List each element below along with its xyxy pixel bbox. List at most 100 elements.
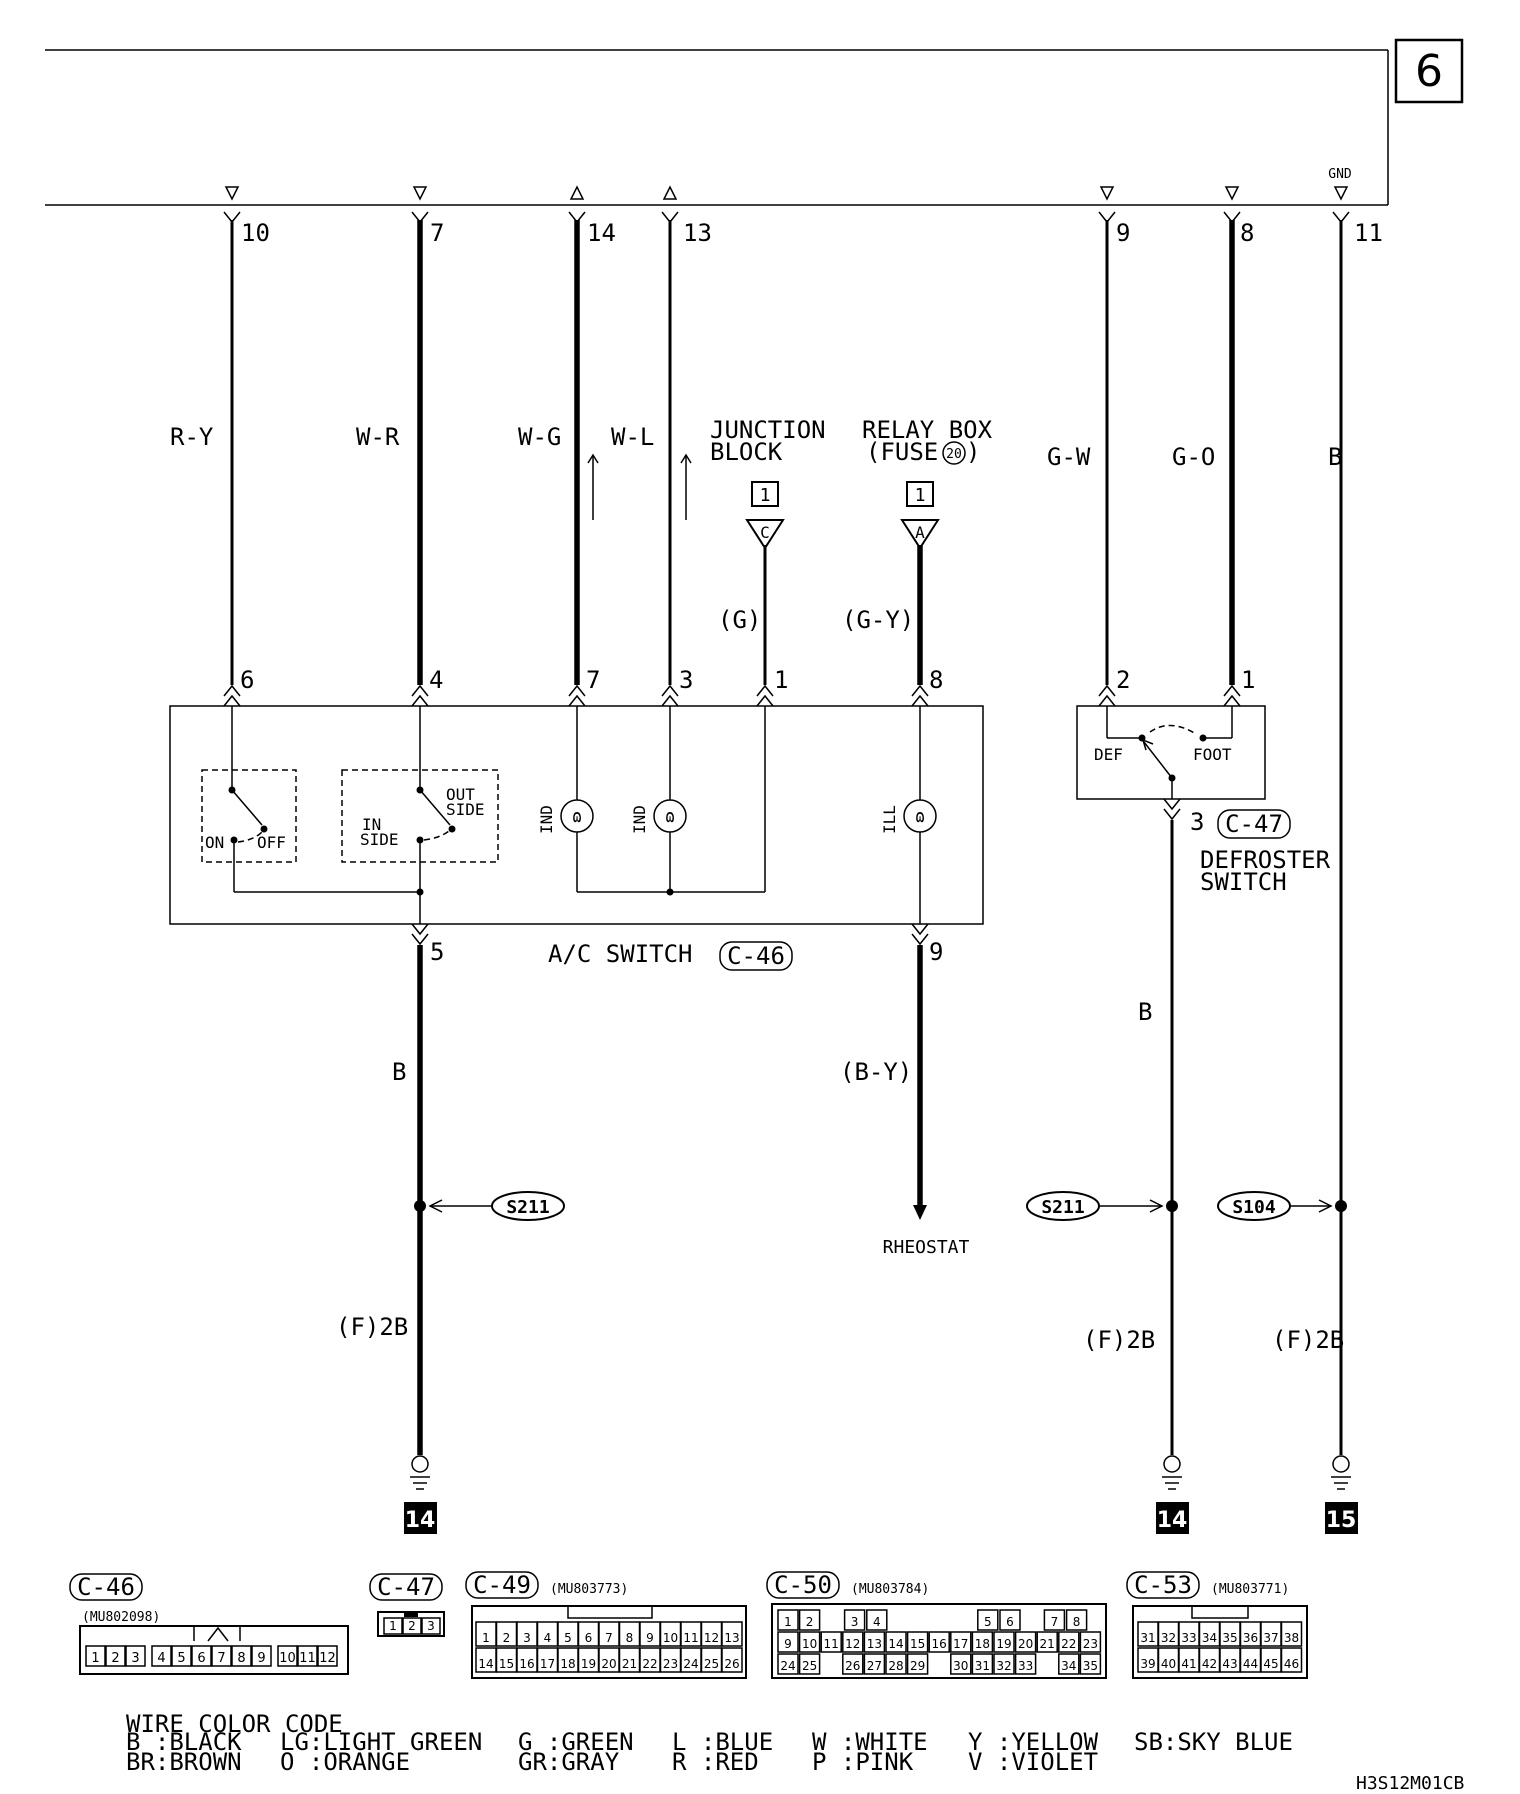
harness-mid: (F)2B bbox=[1083, 1326, 1155, 1354]
connector-cavity bbox=[928, 1631, 950, 1653]
connector-cavity bbox=[842, 1631, 864, 1653]
ac-pin-8: 8 bbox=[929, 666, 943, 694]
c49-pin: 22 bbox=[642, 1657, 657, 1671]
c53-pin: 46 bbox=[1284, 1657, 1299, 1671]
connector-cavity bbox=[1280, 1647, 1303, 1673]
connector-cavity bbox=[251, 1645, 272, 1667]
wire-color-b-def: B bbox=[1138, 998, 1152, 1026]
c50-name: C-50 bbox=[774, 1571, 832, 1599]
legend-gr: GR:GRAY bbox=[518, 1748, 620, 1776]
connector-cavity bbox=[993, 1653, 1015, 1675]
connector-cavity bbox=[798, 1631, 821, 1653]
c53-pin: 33 bbox=[1181, 1631, 1196, 1645]
pin-arrow-up bbox=[662, 185, 678, 200]
c50-pin: 23 bbox=[1083, 1637, 1098, 1651]
wires bbox=[230, 220, 1343, 1455]
connector-cavity bbox=[950, 1631, 972, 1653]
ind-lamp-icon bbox=[560, 799, 594, 833]
relay-box-conn: A bbox=[915, 523, 925, 542]
ac-ill: ILL bbox=[880, 805, 899, 834]
connector-cavity bbox=[721, 1621, 743, 1647]
c53-name: C-53 bbox=[1134, 1571, 1192, 1599]
ac-pin-6: 6 bbox=[240, 666, 254, 694]
svg-text:ɷ: ɷ bbox=[572, 806, 583, 827]
c49-pin: 4 bbox=[544, 1631, 552, 1645]
top-pin-11: 11 bbox=[1354, 219, 1383, 247]
c50-pin: 20 bbox=[1018, 1637, 1033, 1651]
splice-s211-mid: S211 bbox=[1041, 1197, 1084, 1218]
c49-pin: 12 bbox=[704, 1631, 719, 1645]
c50-pin: 34 bbox=[1061, 1659, 1076, 1673]
c50-pin: 25 bbox=[802, 1659, 817, 1673]
c50-pin: 15 bbox=[910, 1637, 925, 1651]
ground-15: 15 bbox=[1326, 1508, 1357, 1533]
connector-cavity bbox=[1280, 1621, 1303, 1647]
connector-cavity bbox=[885, 1631, 907, 1653]
junction-block-box: 1 bbox=[760, 485, 771, 506]
def-pin-1: 1 bbox=[1241, 666, 1255, 694]
top-pin-14: 14 bbox=[587, 219, 616, 247]
connector-cavity bbox=[971, 1653, 994, 1675]
ac-sw2-out-1: OUT bbox=[446, 785, 475, 804]
c46-pin: 5 bbox=[177, 1651, 185, 1666]
legend-r: R :RED bbox=[672, 1748, 759, 1776]
c50-pin: 16 bbox=[932, 1637, 947, 1651]
legend-w: W :WHITE bbox=[812, 1728, 928, 1756]
page-number: 6 bbox=[1415, 46, 1443, 97]
junction-block-label-1: JUNCTION bbox=[710, 416, 826, 444]
connector-cavity bbox=[798, 1609, 821, 1631]
relay-box-fuse: 20 bbox=[946, 447, 962, 462]
ac-pin-9: 9 bbox=[929, 938, 943, 966]
c47-pin: 3 bbox=[427, 1619, 435, 1633]
relay-box-box: 1 bbox=[915, 485, 926, 506]
legend-y: Y :YELLOW bbox=[968, 1728, 1099, 1756]
svg-text:ɷ: ɷ bbox=[665, 806, 676, 827]
connector-cavity bbox=[863, 1631, 886, 1653]
c53-pin: 32 bbox=[1161, 1631, 1176, 1645]
top-pin-10: 10 bbox=[241, 219, 270, 247]
c50-pin: 7 bbox=[1051, 1615, 1059, 1629]
wire-color-w-l: W-L bbox=[611, 423, 654, 451]
c50-pin: 24 bbox=[780, 1659, 795, 1673]
c50-pin: 27 bbox=[867, 1659, 882, 1673]
connector-cavity bbox=[777, 1631, 799, 1653]
c46-pin: 1 bbox=[91, 1651, 99, 1666]
c49-pin: 7 bbox=[605, 1631, 613, 1645]
connector-cavity bbox=[798, 1653, 821, 1675]
connector-cavity bbox=[843, 1609, 866, 1631]
splice-s104: S104 bbox=[1232, 1197, 1276, 1218]
top-pins: 10 7 14 13 9 8 GND 11 bbox=[223, 167, 1383, 247]
connector-cavity bbox=[777, 1609, 799, 1631]
connector-cavity bbox=[866, 1609, 888, 1631]
junction-block-label-2: BLOCK bbox=[710, 438, 783, 466]
connector-cavity bbox=[1058, 1653, 1080, 1675]
c49-pin: 21 bbox=[622, 1657, 637, 1671]
c46-pin: 4 bbox=[157, 1651, 165, 1666]
ac-pin-5: 5 bbox=[430, 938, 444, 966]
splices: S211 S211 S104 bbox=[414, 1191, 1347, 1221]
connector-cavity bbox=[383, 1617, 403, 1635]
c50-part: (MU803784) bbox=[851, 1582, 929, 1597]
c50-pin: 31 bbox=[975, 1659, 990, 1673]
c53-pin: 39 bbox=[1140, 1657, 1155, 1671]
c49-pin: 20 bbox=[601, 1657, 616, 1671]
c50-pin: 2 bbox=[806, 1615, 814, 1629]
rheostat-label: RHEOSTAT bbox=[883, 1237, 970, 1258]
c49-pin: 14 bbox=[478, 1657, 493, 1671]
c53-pin: 31 bbox=[1140, 1631, 1155, 1645]
ac-switch: 6 4 7 3 1 8 ON OFF bbox=[169, 666, 984, 971]
harness-left: (F)2B bbox=[336, 1313, 408, 1341]
c49-pin: 18 bbox=[560, 1657, 575, 1671]
c50-pin: 14 bbox=[888, 1637, 903, 1651]
connector-cavity bbox=[863, 1653, 886, 1675]
wire-color-b-y: (B-Y) bbox=[840, 1058, 912, 1086]
connector-cavity bbox=[820, 1631, 842, 1653]
legend-br: BR:BROWN bbox=[126, 1748, 242, 1776]
wire-color-g-w: G-W bbox=[1047, 443, 1091, 471]
ac-switch-name: A/C SWITCH bbox=[548, 940, 693, 968]
